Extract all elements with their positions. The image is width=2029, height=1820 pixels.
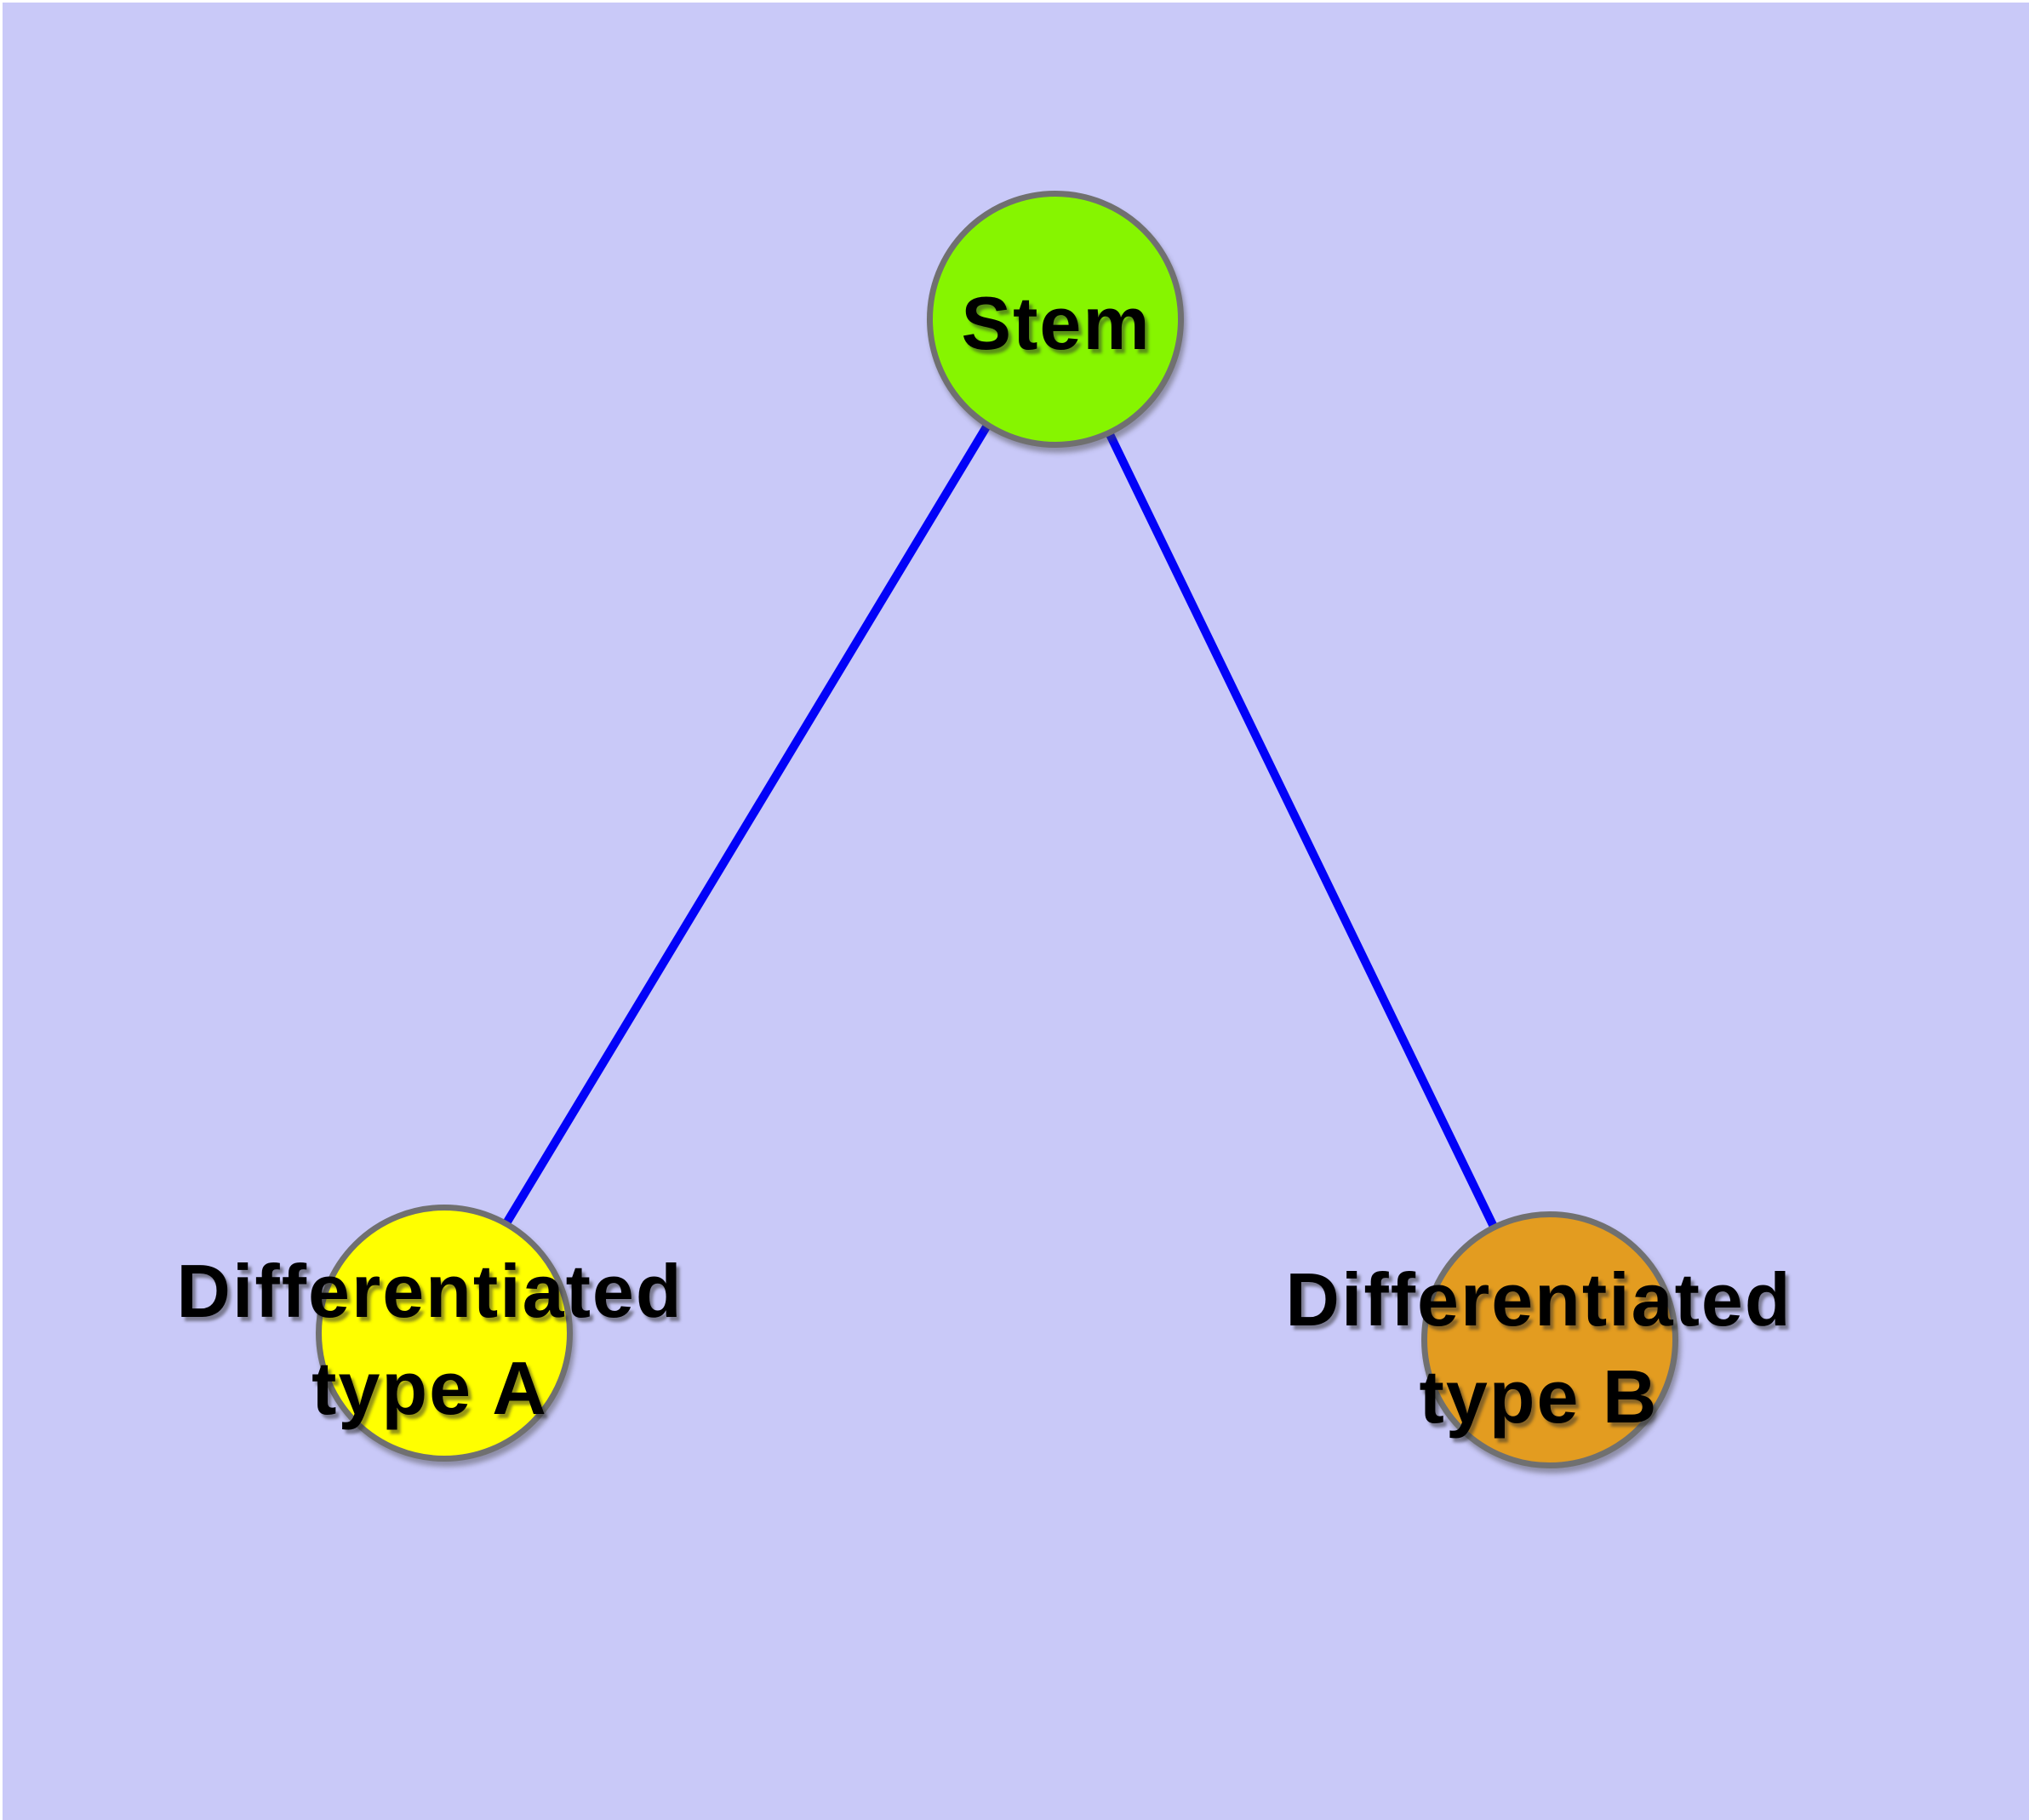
node-differentiated-type-a xyxy=(316,1205,573,1462)
node-label-stem-text: Stem xyxy=(961,281,1152,365)
edge-stem-to-type-b xyxy=(1049,314,1552,1340)
diagram-canvas: Stem Differentiated type A Differentiate… xyxy=(3,3,2029,1820)
edge-stem-to-type-a xyxy=(437,314,1057,1333)
node-differentiated-type-b xyxy=(1421,1211,1678,1468)
node-label-a-line1: Differentiated xyxy=(176,1249,683,1333)
node-label-a-line2: type A xyxy=(311,1346,548,1430)
node-label-b-line1: Differentiated xyxy=(1285,1257,1792,1342)
node-stem xyxy=(927,191,1184,448)
node-label-differentiated-type-a: Differentiated type A xyxy=(132,1243,728,1437)
node-label-differentiated-type-b: Differentiated type B xyxy=(1241,1251,1837,1445)
node-label-b-line2: type B xyxy=(1419,1354,1659,1439)
edge-layer xyxy=(437,314,1552,1340)
node-label-stem: Stem xyxy=(886,275,1226,372)
